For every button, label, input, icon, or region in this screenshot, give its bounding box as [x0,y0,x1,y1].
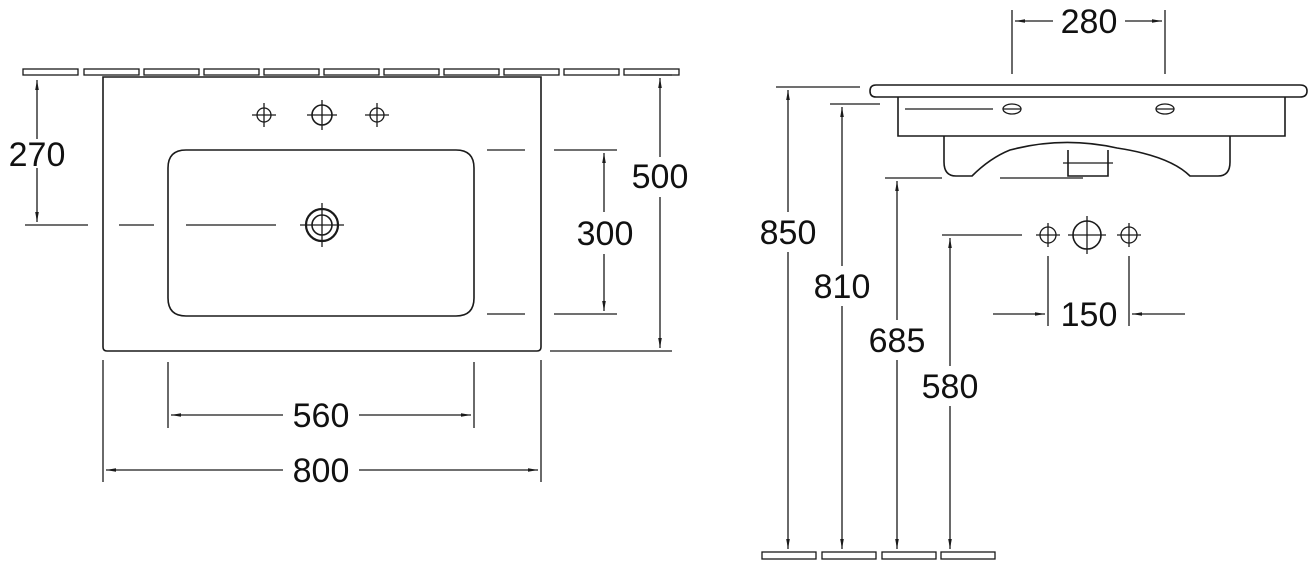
side-view: 280 850 810 [752,3,1308,560]
dim-560: 560 [171,397,471,435]
dim-300-label: 300 [577,215,634,253]
wall-hatch [22,68,680,76]
dim-850-label: 850 [760,214,817,252]
dim-270-label: 270 [9,136,66,174]
dim-800: 800 [106,452,538,490]
side-tap-hole-left-icon [1002,103,1022,115]
dim-850: 850 [752,90,824,549]
dim-270: 270 [9,80,66,222]
bowl-outline [167,149,475,317]
floor-hatch [761,551,996,560]
dim-280-label: 280 [1061,3,1118,41]
dim-500: 500 [632,78,689,348]
dim-685-label: 685 [869,322,926,360]
dim-280: 280 [1015,3,1162,41]
dim-810-label: 810 [814,268,871,306]
bowl-underside [943,136,1231,177]
dim-685: 685 [861,181,933,549]
tap-hole-center-icon [307,100,337,130]
top-view: 270 300 500 560 [9,68,689,490]
dim-560-label: 560 [293,397,350,435]
dim-580: 580 [914,238,986,549]
connection-center-icon [1068,216,1106,254]
basin-outline [102,76,542,352]
side-tap-hole-right-icon [1155,103,1175,115]
dim-800-label: 800 [293,452,350,490]
basin-rim [869,84,1308,98]
basin-body [897,97,1286,137]
dim-580-label: 580 [922,368,979,406]
dim-300: 300 [577,153,634,311]
drain-icon [300,203,344,247]
dim-810: 810 [806,107,878,549]
dim-500-label: 500 [632,158,689,196]
dim-150: 150 [993,296,1185,334]
connection-left-icon [1036,223,1060,247]
tap-hole-right-icon [365,103,389,127]
tap-hole-left-icon [252,103,276,127]
dim-150-label: 150 [1061,296,1118,334]
connection-right-icon [1117,223,1141,247]
